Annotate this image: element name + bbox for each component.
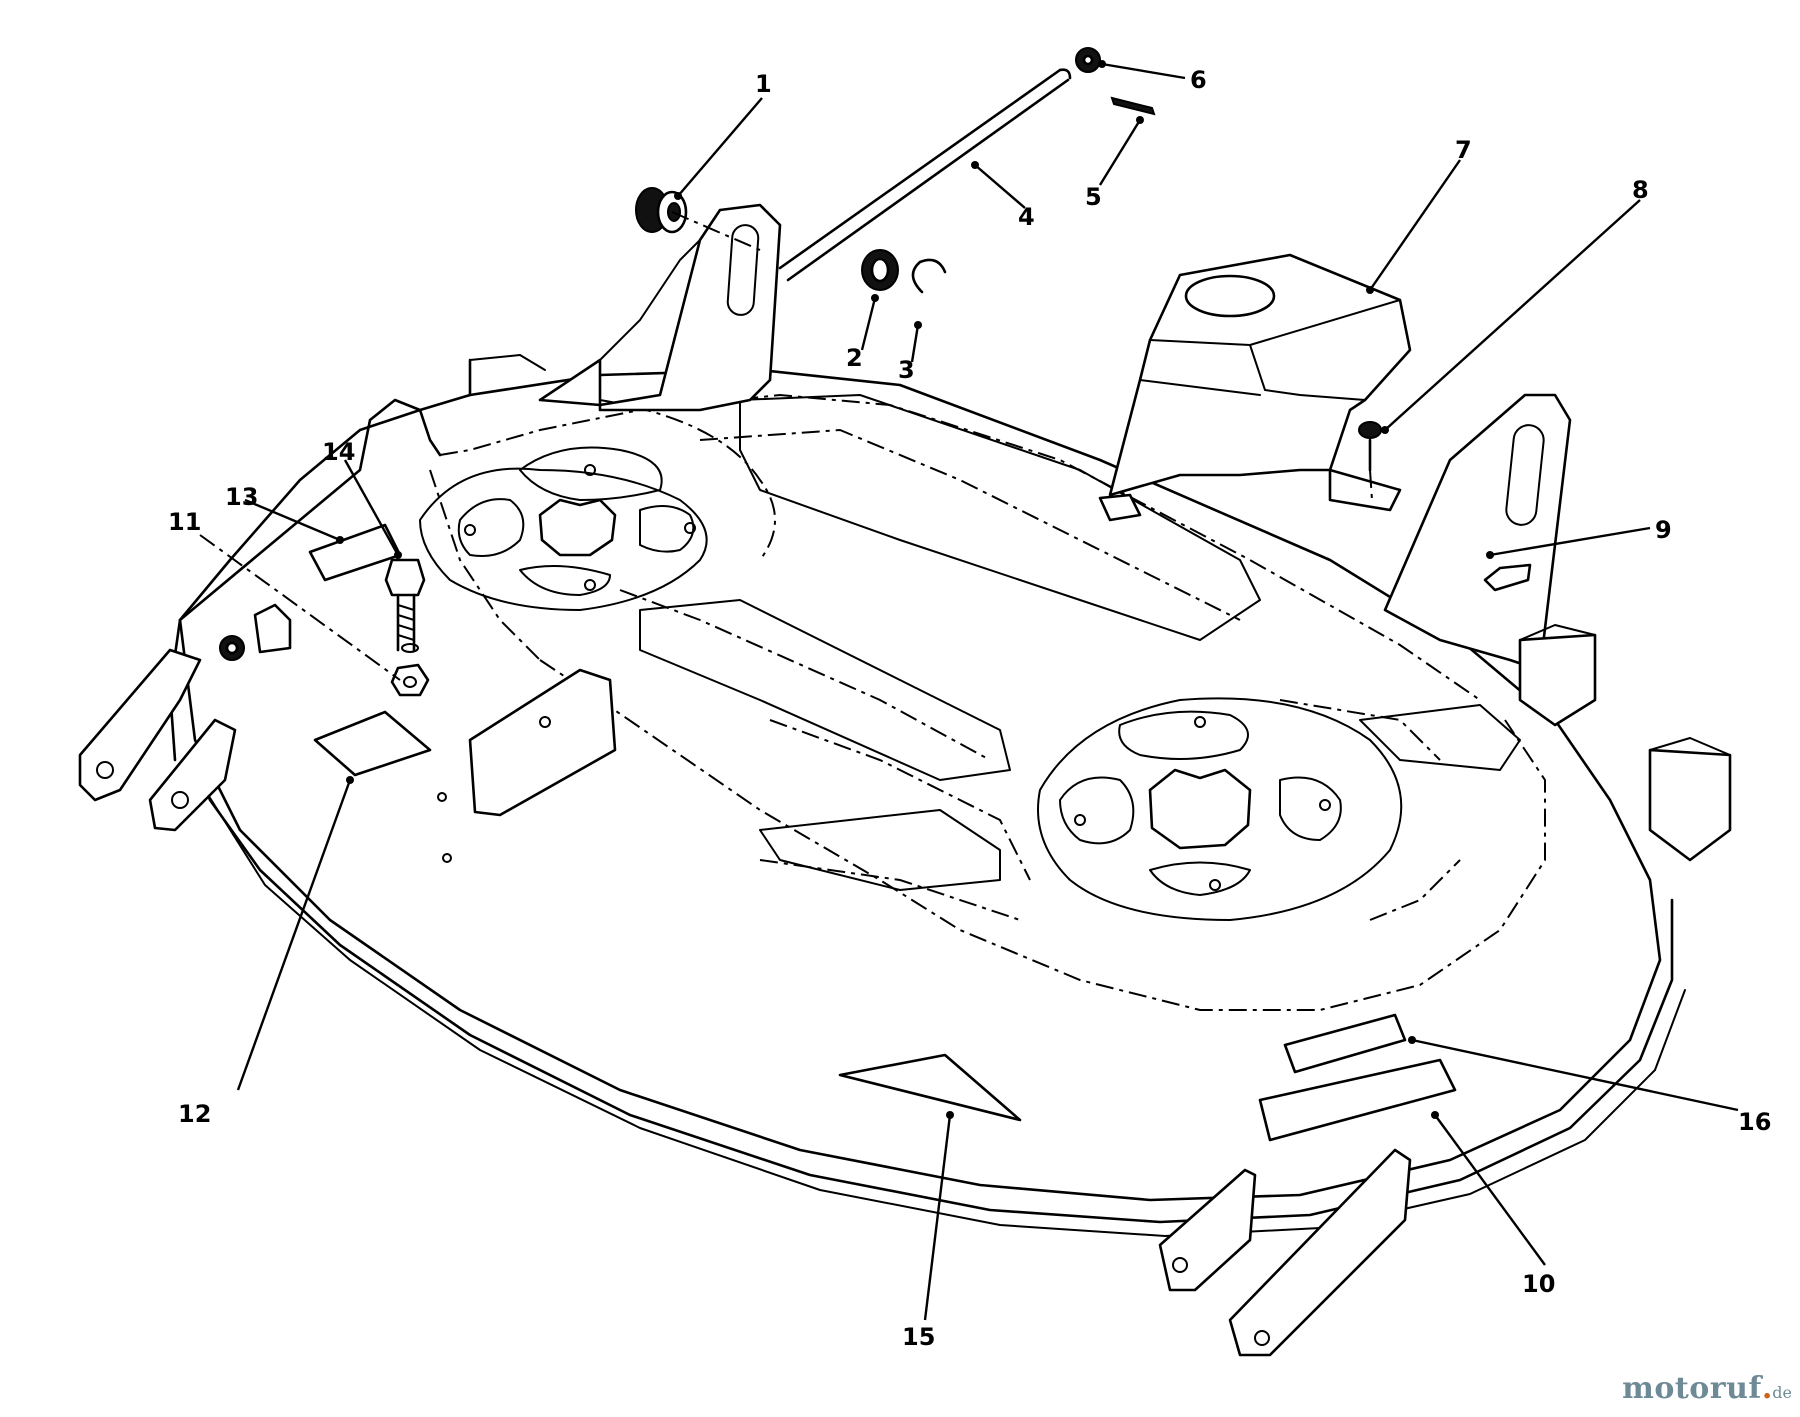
callout-3: 3 [898, 356, 915, 384]
right-spindle-hub [1037, 697, 1403, 921]
rear-right-bracket [1383, 393, 1572, 672]
watermark-brand: motoruf [1622, 1371, 1762, 1406]
callout-12: 12 [178, 1100, 211, 1128]
callout-7: 7 [1455, 136, 1472, 164]
rear-hitch-arm-b [1228, 1148, 1412, 1357]
rear-box-bracket-upper [1518, 624, 1597, 727]
decal-16 [1283, 1013, 1407, 1074]
callout-4: 4 [1018, 203, 1035, 231]
lift-rod [778, 68, 1072, 282]
cotter-pin-5 [1110, 96, 1156, 116]
front-left-arm-bracket [538, 203, 782, 412]
decal-15 [838, 1053, 1022, 1122]
callout-labels: 1 2 3 4 5 6 7 8 9 10 11 12 13 14 15 16 [168, 66, 1771, 1351]
watermark-tld: de [1772, 1383, 1792, 1402]
decal-10 [1258, 1058, 1457, 1142]
rear-hitch-arm-a [1158, 1168, 1257, 1292]
left-spindle-hub [419, 446, 708, 611]
watermark-dot: . [1761, 1371, 1773, 1406]
screw-8 [1358, 421, 1382, 501]
nut-11 [390, 643, 430, 697]
callout-16: 16 [1738, 1108, 1771, 1136]
callout-14: 14 [322, 438, 355, 466]
callout-8: 8 [1632, 176, 1649, 204]
callout-9: 9 [1655, 516, 1672, 544]
deck-hole-a [437, 792, 447, 802]
washer-1-guideline [671, 211, 761, 251]
left-skid-block [468, 668, 617, 817]
front-left-bushing [219, 603, 292, 661]
nut-11-guideline [199, 534, 401, 681]
callout-2: 2 [846, 344, 863, 372]
hairpin-clip-3 [911, 258, 947, 294]
callout-11: 11 [168, 508, 201, 536]
belt-cover [1098, 253, 1412, 522]
callout-5: 5 [1085, 183, 1102, 211]
rear-box-bracket-lower [1648, 737, 1732, 862]
washer-6 [1075, 47, 1101, 73]
watermark-logo: motoruf.de [1622, 1371, 1792, 1406]
bushing-2 [861, 249, 899, 291]
callout-15: 15 [902, 1323, 935, 1351]
callout-13: 13 [225, 483, 258, 511]
bolt-14 [384, 558, 426, 652]
deck-hole-b [442, 853, 452, 863]
callout-10: 10 [1522, 1270, 1555, 1298]
callout-6: 6 [1190, 66, 1207, 94]
callout-1: 1 [755, 70, 772, 98]
front-left-hitch-arm-b [148, 718, 237, 832]
deck-inner-ribs [429, 393, 1546, 1011]
leader-lines [236, 60, 1739, 1321]
front-left-hitch-arm-a [78, 648, 202, 802]
decal-12 [313, 710, 432, 777]
